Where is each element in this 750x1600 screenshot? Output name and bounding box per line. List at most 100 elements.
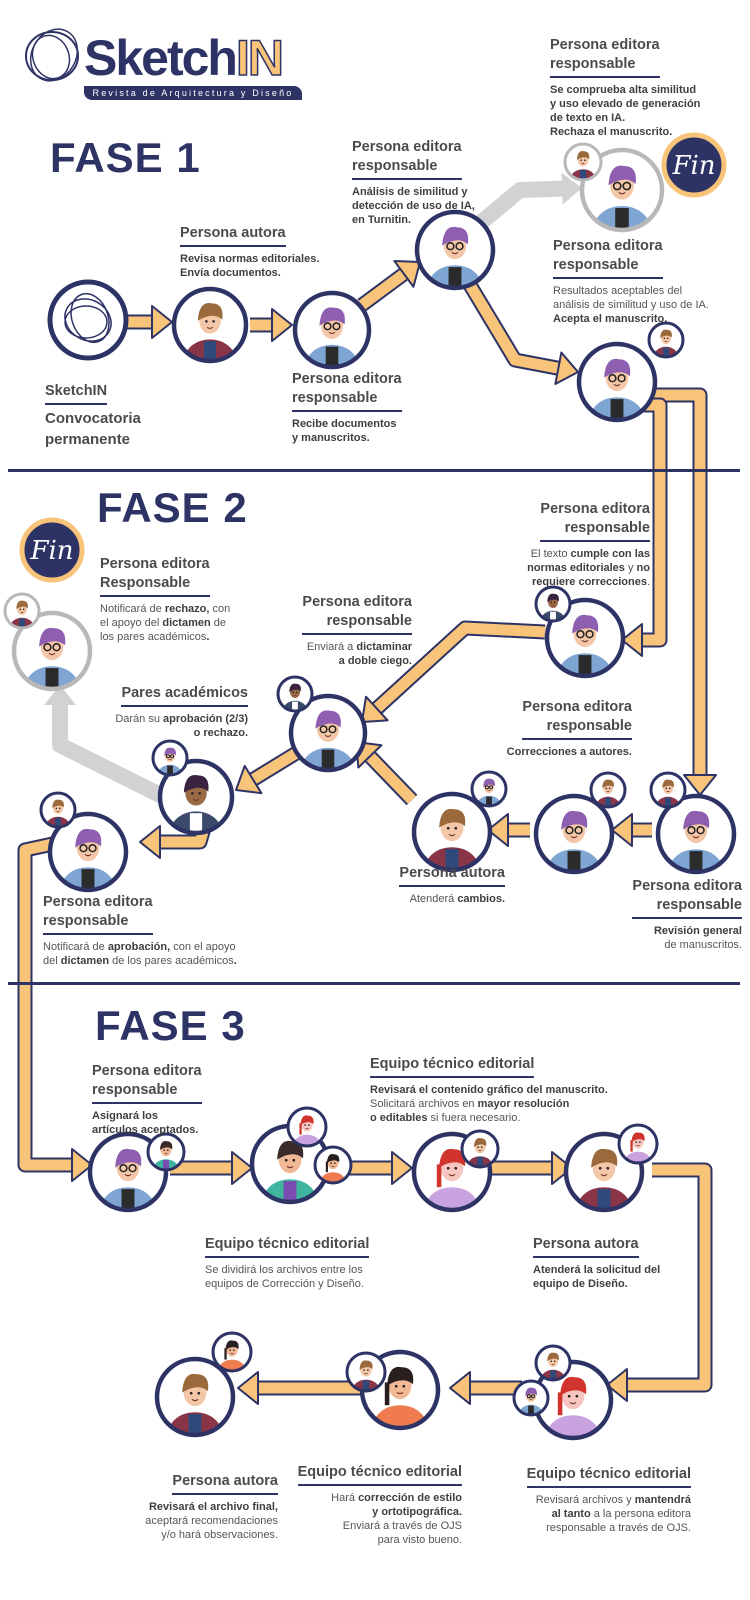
step-title: Persona editora responsable [632,877,742,919]
step-description: Se comprueba alta similitud y uso elevad… [550,83,740,139]
avatar-peer [534,585,572,623]
avatar-teal [146,1132,186,1172]
logo-scribble-icon [25,28,79,82]
step-description: El texto cumple con las normas editorial… [470,547,650,589]
avatar-editor [414,209,496,291]
description-segment: Asignará los artículos aceptados. [92,1110,199,1136]
step-title: Persona autora [399,864,505,887]
step-title: Persona editora responsable [352,138,462,180]
step-description: Hará corrección de estilo y ortotipográf… [280,1491,462,1547]
description-segment: . [233,955,237,967]
description-segment: Atenderá [409,893,458,905]
description-segment: y [624,562,637,574]
description-segment: rechazo, [164,603,210,615]
flow-path [358,267,411,310]
avatar-editor [470,770,508,808]
description-segment: Notificará de [43,941,108,953]
step-title: Persona editora responsable [92,1062,202,1104]
avatar-editor [533,793,615,875]
description-segment: Revisará el contenido gráfico del manusc… [370,1084,608,1096]
avatar-editor [655,793,737,875]
description-segment: mantendrá al tanto [551,1494,691,1520]
step-p2-editor-complies: Persona editora responsable El texto cump… [470,500,650,589]
avatar-editor [512,1379,550,1417]
description-segment: corrección de estilo y ortotipográfica. [358,1492,462,1518]
flow-arrow-icon [391,1151,413,1185]
avatar-peer [276,675,314,713]
phase-divider [8,982,740,985]
description-segment: Darán su [115,713,164,725]
flow-arrow-icon [139,825,161,859]
step-description: Se dividirá los archivos entre los equip… [205,1263,405,1291]
description-segment: Correcciones a autores. [506,746,632,758]
flow-arrow-icon [554,351,579,385]
sketchin-start-node [47,279,129,361]
step-title: Persona editora responsable [553,237,663,279]
step-title: Persona editora responsable [540,500,650,542]
flow-arrow-icon [271,308,293,342]
logo-brand: SketchIN [84,29,285,87]
avatar-author [171,286,249,364]
step-title: Persona editora responsable [302,593,412,635]
avatar-author [411,791,493,873]
description-segment: Revisará el archivo final, [148,1501,278,1513]
avatar-editor [544,597,626,679]
description-segment: dictamen [162,617,211,629]
avatar-dark [313,1145,353,1185]
fin-label: Fin [671,151,715,181]
step-description: Resultados aceptables del análisis de si… [553,284,748,326]
step-description: Revisará el archivo final, aceptará reco… [100,1500,278,1542]
logo-subtitle: Revista de Arquitectura y Diseño [84,86,302,100]
logo-brand-main: Sketch [84,30,238,86]
description-segment: Revisará archivos y [535,1494,635,1506]
rejection-arrow-icon [561,172,582,205]
step-description: Notificará de aprobación, con el apoyo d… [43,940,293,968]
avatar-red [617,1123,659,1165]
flow-path-outline [17,834,76,1173]
description-segment: El texto [530,548,571,560]
logo-brand-accent: IN [235,29,285,87]
step-title: Persona editora responsable [292,370,402,412]
step-description: Revisará archivos y mantendrá al tanto a… [495,1493,691,1535]
description-segment: Atenderá la solicitud del equipo de Dise… [533,1264,661,1290]
avatar-author [647,321,685,359]
description-segment: con el apoyo del [100,603,231,629]
description-segment: . [206,631,210,643]
fin-badge: Fin [661,132,727,198]
step-description: Atenderá cambios. [370,892,505,906]
description-segment: aprobación, [107,941,171,953]
description-segment: dictaminar a doble ciego. [338,641,412,667]
flow-path [246,747,301,787]
step-title: Persona editora responsable [550,36,660,78]
description-segment: Hará [331,1492,359,1504]
description-segment: Acepta el manuscrito. [553,313,668,325]
flow-path [465,282,564,375]
flow-path [650,389,706,779]
fin-badge: Fin [19,517,85,583]
description-segment: Notificará de [100,603,165,615]
step-description: Correcciones a autores. [470,745,632,759]
step-title: Persona editora responsable [43,893,153,935]
step-title: Persona autora [172,1472,278,1495]
sketchin-logo: SketchIN Revista de Arquitectura y Diseñ… [22,22,312,102]
flow-arrow-icon [71,1148,93,1182]
avatar-author [649,771,687,809]
description-segment: a la persona editora responsable a travé… [546,1508,691,1534]
description-segment: Revisión general [653,925,742,937]
step-description: Asignará los artículos aceptados. [92,1109,232,1137]
avatar-author [534,1344,572,1382]
description-segment: cumple con las normas editoriales [527,548,650,574]
step-title: Persona editora responsable [522,698,632,740]
phase-2-heading: FASE 2 [97,484,248,531]
